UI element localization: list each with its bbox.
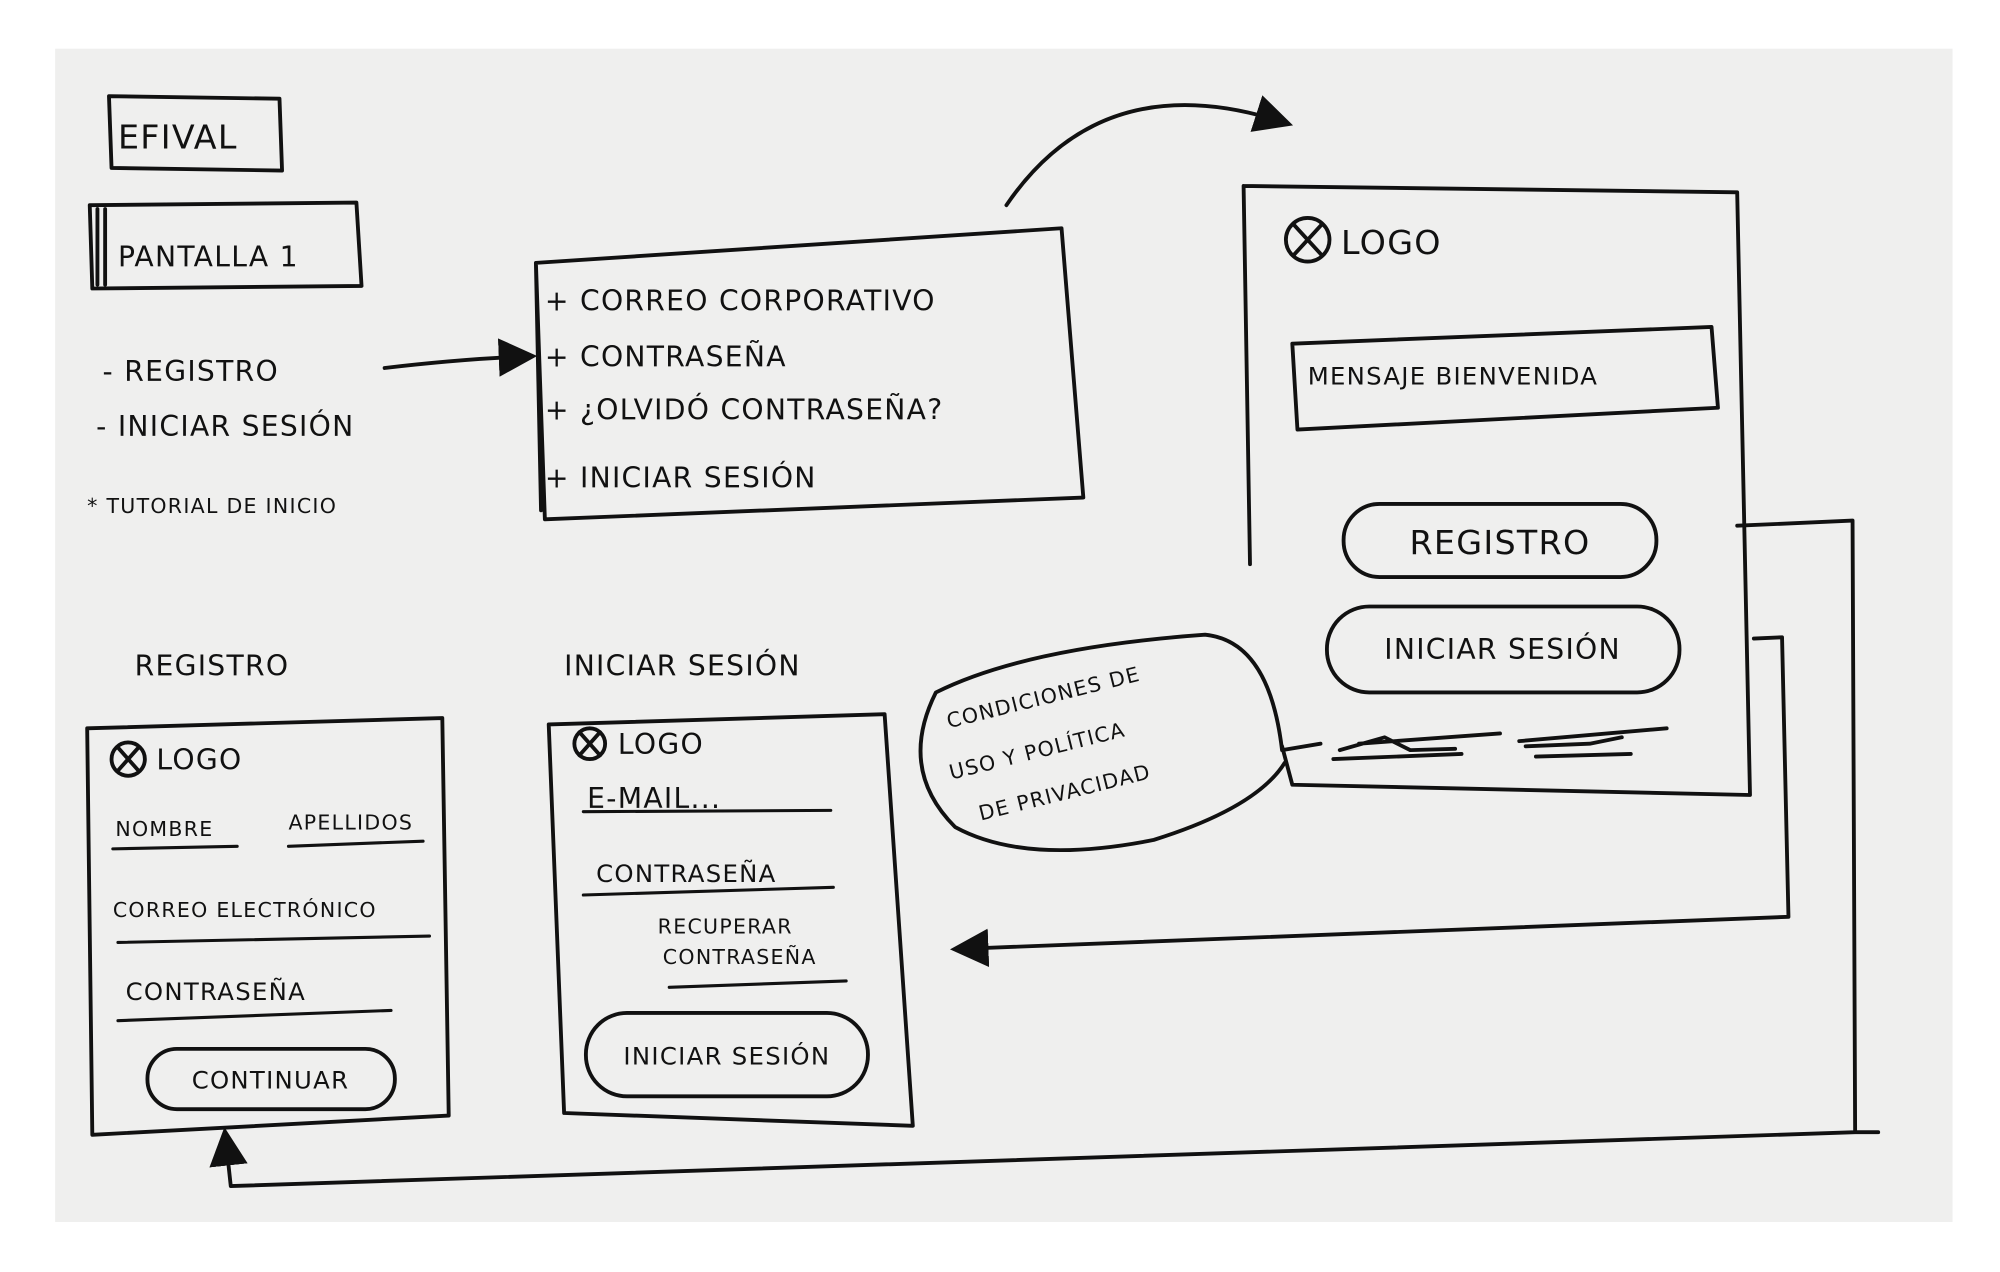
field-item: + CONTRASEÑA	[545, 341, 787, 374]
recover-underline	[667, 979, 848, 989]
login-submit-button[interactable]	[583, 1011, 870, 1099]
logo-text: LOGO	[156, 743, 242, 776]
login-button-label: INICIAR SESIÓN	[1384, 632, 1621, 666]
login-screen-frame: LOGO E-MAIL... CONTRASEÑA RECUPERAR CONT…	[546, 712, 915, 1128]
login-fields-box: + CORREO CORPORATIVO + CONTRASEÑA + ¿OLV…	[533, 226, 1086, 522]
last-name-field[interactable]	[286, 839, 425, 848]
first-name-label: NOMBRE	[115, 817, 213, 841]
first-name-field[interactable]	[111, 844, 239, 851]
logo-placeholder-icon	[109, 740, 147, 778]
option-registro: - REGISTRO	[103, 355, 279, 388]
password-label: CONTRASEÑA	[126, 976, 306, 1006]
login-heading: INICIAR SESIÓN	[564, 649, 801, 683]
email-field[interactable]	[581, 808, 833, 814]
tutorial-note: * TUTORIAL DE INICIO	[87, 494, 337, 518]
connector-to-register	[226, 518, 1881, 1189]
logo-placeholder-icon	[1283, 216, 1332, 264]
field-item: + INICIAR SESIÓN	[545, 460, 817, 494]
connector-to-login	[950, 635, 1791, 968]
title-text: EFIVAL	[118, 118, 238, 157]
field-item: + CORREO CORPORATIVO	[545, 284, 936, 317]
register-screen-frame: LOGO NOMBRE APELLIDOS CORREO ELECTRÓNICO…	[85, 716, 451, 1137]
register-heading: REGISTRO	[135, 650, 290, 683]
register-button[interactable]	[1341, 502, 1659, 579]
login-button[interactable]	[1325, 604, 1682, 695]
recover-password-link[interactable]: RECUPERAR	[658, 914, 793, 938]
welcome-message: MENSAJE BIENVENIDA	[1308, 362, 1599, 391]
email-field[interactable]	[116, 934, 432, 944]
email-label: E-MAIL...	[587, 782, 721, 815]
logo-text: LOGO	[618, 728, 704, 761]
continue-button-label: CONTINUAR	[192, 1066, 350, 1095]
recover-password-link-line2[interactable]: CONTRASEÑA	[663, 943, 817, 969]
register-button-label: REGISTRO	[1409, 523, 1590, 562]
logo-placeholder-icon	[572, 726, 608, 762]
field-item: + ¿OLVIDÓ CONTRASEÑA?	[545, 392, 944, 426]
continue-button[interactable]	[145, 1046, 397, 1112]
password-label: CONTRASEÑA	[596, 858, 776, 888]
privacy-link-scribble[interactable]	[1517, 726, 1669, 759]
option-iniciar-sesion: - INICIAR SESIÓN	[96, 409, 354, 443]
curved-arrow-to-welcome	[1004, 95, 1294, 208]
screen-label-box: PANTALLA 1	[87, 200, 364, 291]
last-name-label: APELLIDOS	[288, 811, 413, 835]
terms-link-scribble[interactable]	[1331, 731, 1502, 762]
login-submit-label: INICIAR SESIÓN	[623, 1040, 830, 1070]
password-field[interactable]	[581, 885, 835, 897]
password-field[interactable]	[116, 1008, 393, 1023]
logo-text: LOGO	[1341, 223, 1442, 262]
paper	[55, 48, 1953, 1222]
title-box: EFIVAL	[107, 94, 284, 173]
welcome-screen-frame: LOGO MENSAJE BIENVENIDA REGISTRO INICIAR…	[1241, 184, 1752, 797]
screen-label-text: PANTALLA 1	[118, 241, 299, 274]
email-label: CORREO ELECTRÓNICO	[113, 897, 377, 922]
arrow-registro-to-fields	[382, 338, 538, 377]
